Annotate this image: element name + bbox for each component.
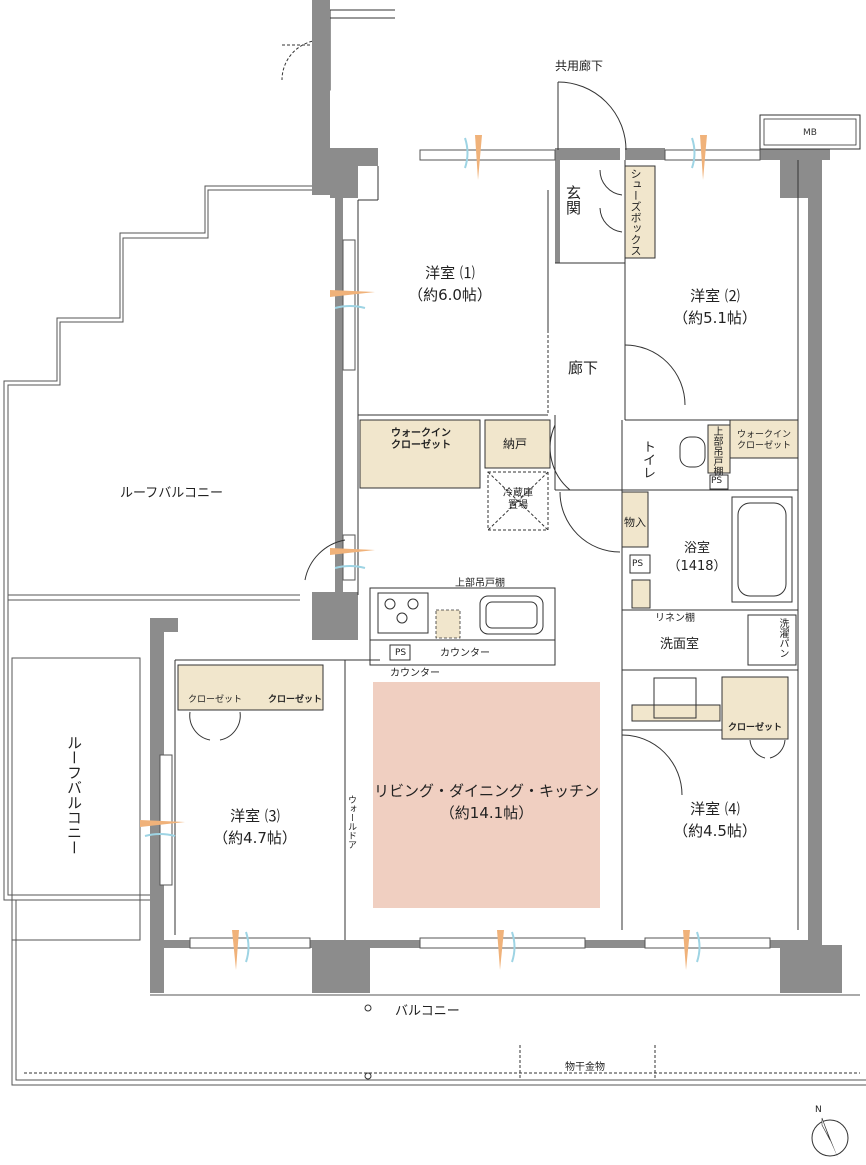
common-corridor-label: 共用廊下 [555,59,604,73]
fridge-space [487,471,549,531]
ps1-label: PS [711,476,723,486]
fridge-label: 冷蔵庫 置場 [503,488,533,511]
north-label: N [815,1105,822,1115]
ldk-size: （約14.1帖） [439,804,534,822]
washroom-label: 洗面室 [660,637,700,652]
room3-name: 洋室 ⑶ [230,807,280,825]
counter2-label: カウンター [390,668,440,679]
room3-size: （約4.7帖） [213,829,297,847]
ps3-label: PS [395,648,407,658]
bath-fixtures [629,436,797,719]
room1-size: （約6.0帖） [408,286,492,304]
room4-size: （約4.5帖） [673,822,757,840]
balcony-drains [364,1004,372,1080]
north-compass-icon [811,1117,849,1158]
walkin-closet2-label: ウォークイン クローゼット [736,430,791,451]
shoe-box-label: シューズボックス [629,168,642,256]
top-door [281,9,395,91]
room2-size: （約5.1帖） [673,309,757,327]
nando-label: 納戸 [503,437,528,451]
closet-b-label: クローゼット [268,695,323,705]
linen-label: リネン棚 [655,613,695,624]
bath-name: 浴室 [683,541,710,556]
ldk-label: リビング・ダイニング・キッチン （約14.1帖） [373,780,600,824]
room4-name: 洋室 ⑷ [690,800,740,818]
room1-label: 洋室 ⑴ （約6.0帖） [395,262,505,306]
balcony-label: バルコニー [395,1004,460,1019]
bath-label: 浴室 （1418） [667,540,727,576]
mb-box: MB [759,114,861,150]
toilet-label: トイレ [640,440,655,479]
room4-label: 洋室 ⑷ （約4.5帖） [660,798,770,842]
roof-balcony-outline [3,150,866,1086]
roof-balcony2-label: ルーフバルコニー [65,735,83,855]
bath-size: （1418） [667,559,727,574]
walk-door-label: ウォールドア [346,795,356,849]
hallway-label: 廊下 [568,359,599,377]
ps2-label: PS [632,559,644,569]
upper-cabinet-kitchen-label: 上部吊戸棚 [455,578,505,589]
ldk-area [373,682,600,908]
closet-c-label: クローゼット [728,723,783,733]
drying-rack-lines [24,1045,860,1080]
doors [189,81,786,796]
upper-cabinet-mark [435,609,461,639]
upper-cabinet-label: 上部吊戸棚 [711,426,722,476]
room1-name: 洋室 ⑴ [425,264,475,282]
storage-label: 物入 [624,516,646,529]
entrance-label: 玄関 [564,185,582,215]
interior-lines [174,160,799,940]
mb-label: MB [803,128,817,138]
washer-pan-label: 洗濯パン [777,618,788,658]
ventilation-marks [140,135,707,970]
room3-label: 洋室 ⑶ （約4.7帖） [200,805,310,849]
walkin-closet-label: ウォークイン クローゼット [391,428,451,451]
closet-a-label: クローゼット [188,695,243,705]
drying-rack-label: 物干金物 [565,1062,605,1073]
ldk-name: リビング・ダイニング・キッチン [373,782,599,800]
kitchen-counter [369,587,556,666]
counter1-label: カウンター [440,648,490,659]
room2-label: 洋室 ⑵ （約5.1帖） [660,285,770,329]
room2-name: 洋室 ⑵ [690,287,740,305]
roof-balcony1-label: ルーフバルコニー [120,486,223,501]
